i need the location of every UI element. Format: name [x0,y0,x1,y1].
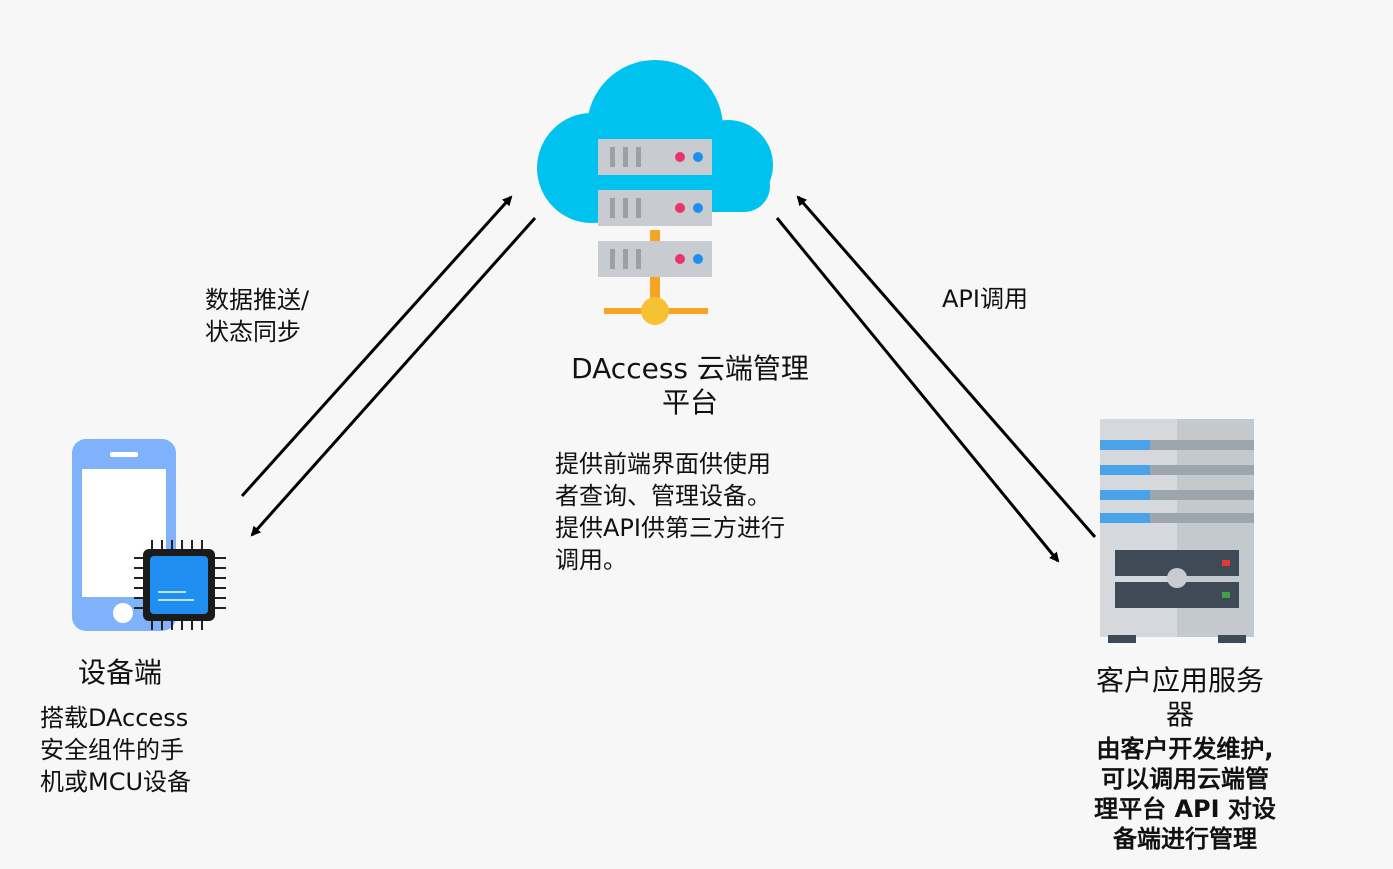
arrow-client-to-cloud [796,195,1097,538]
arrow-cloud-to-device [250,217,537,537]
chip-icon [134,540,226,630]
left-link-label: 数据推送/ 状态同步 [205,286,310,346]
device-description: 搭载DAccess 安全组件的手 机或MCU设备 [40,704,192,796]
arrow-cloud-to-client [775,217,1060,563]
client-server-title: 客户应用服务 器 [1095,664,1264,731]
server-unit-icon [598,139,712,175]
phone-chip-icon [72,439,226,631]
cloud-platform-title: DAccess 云端管理 平台 [571,352,809,419]
cloud-server-icon [537,60,773,325]
right-link-label: API调用 [942,285,1028,313]
server-unit-icon [598,241,712,277]
cloud-platform-description: 提供前端界面供使用 者查询、管理设备。 提供API供第三方进行 调用。 [555,450,785,574]
link-arrows [240,195,1097,563]
device-title: 设备端 [78,656,163,689]
server-unit-icon [598,190,712,226]
arrow-device-to-cloud [240,195,513,498]
server-tower-icon [1100,419,1254,643]
client-server-description: 由客户开发维护, 可以调用云端管 理平台 API 对设 备端进行管理 [1094,735,1276,853]
